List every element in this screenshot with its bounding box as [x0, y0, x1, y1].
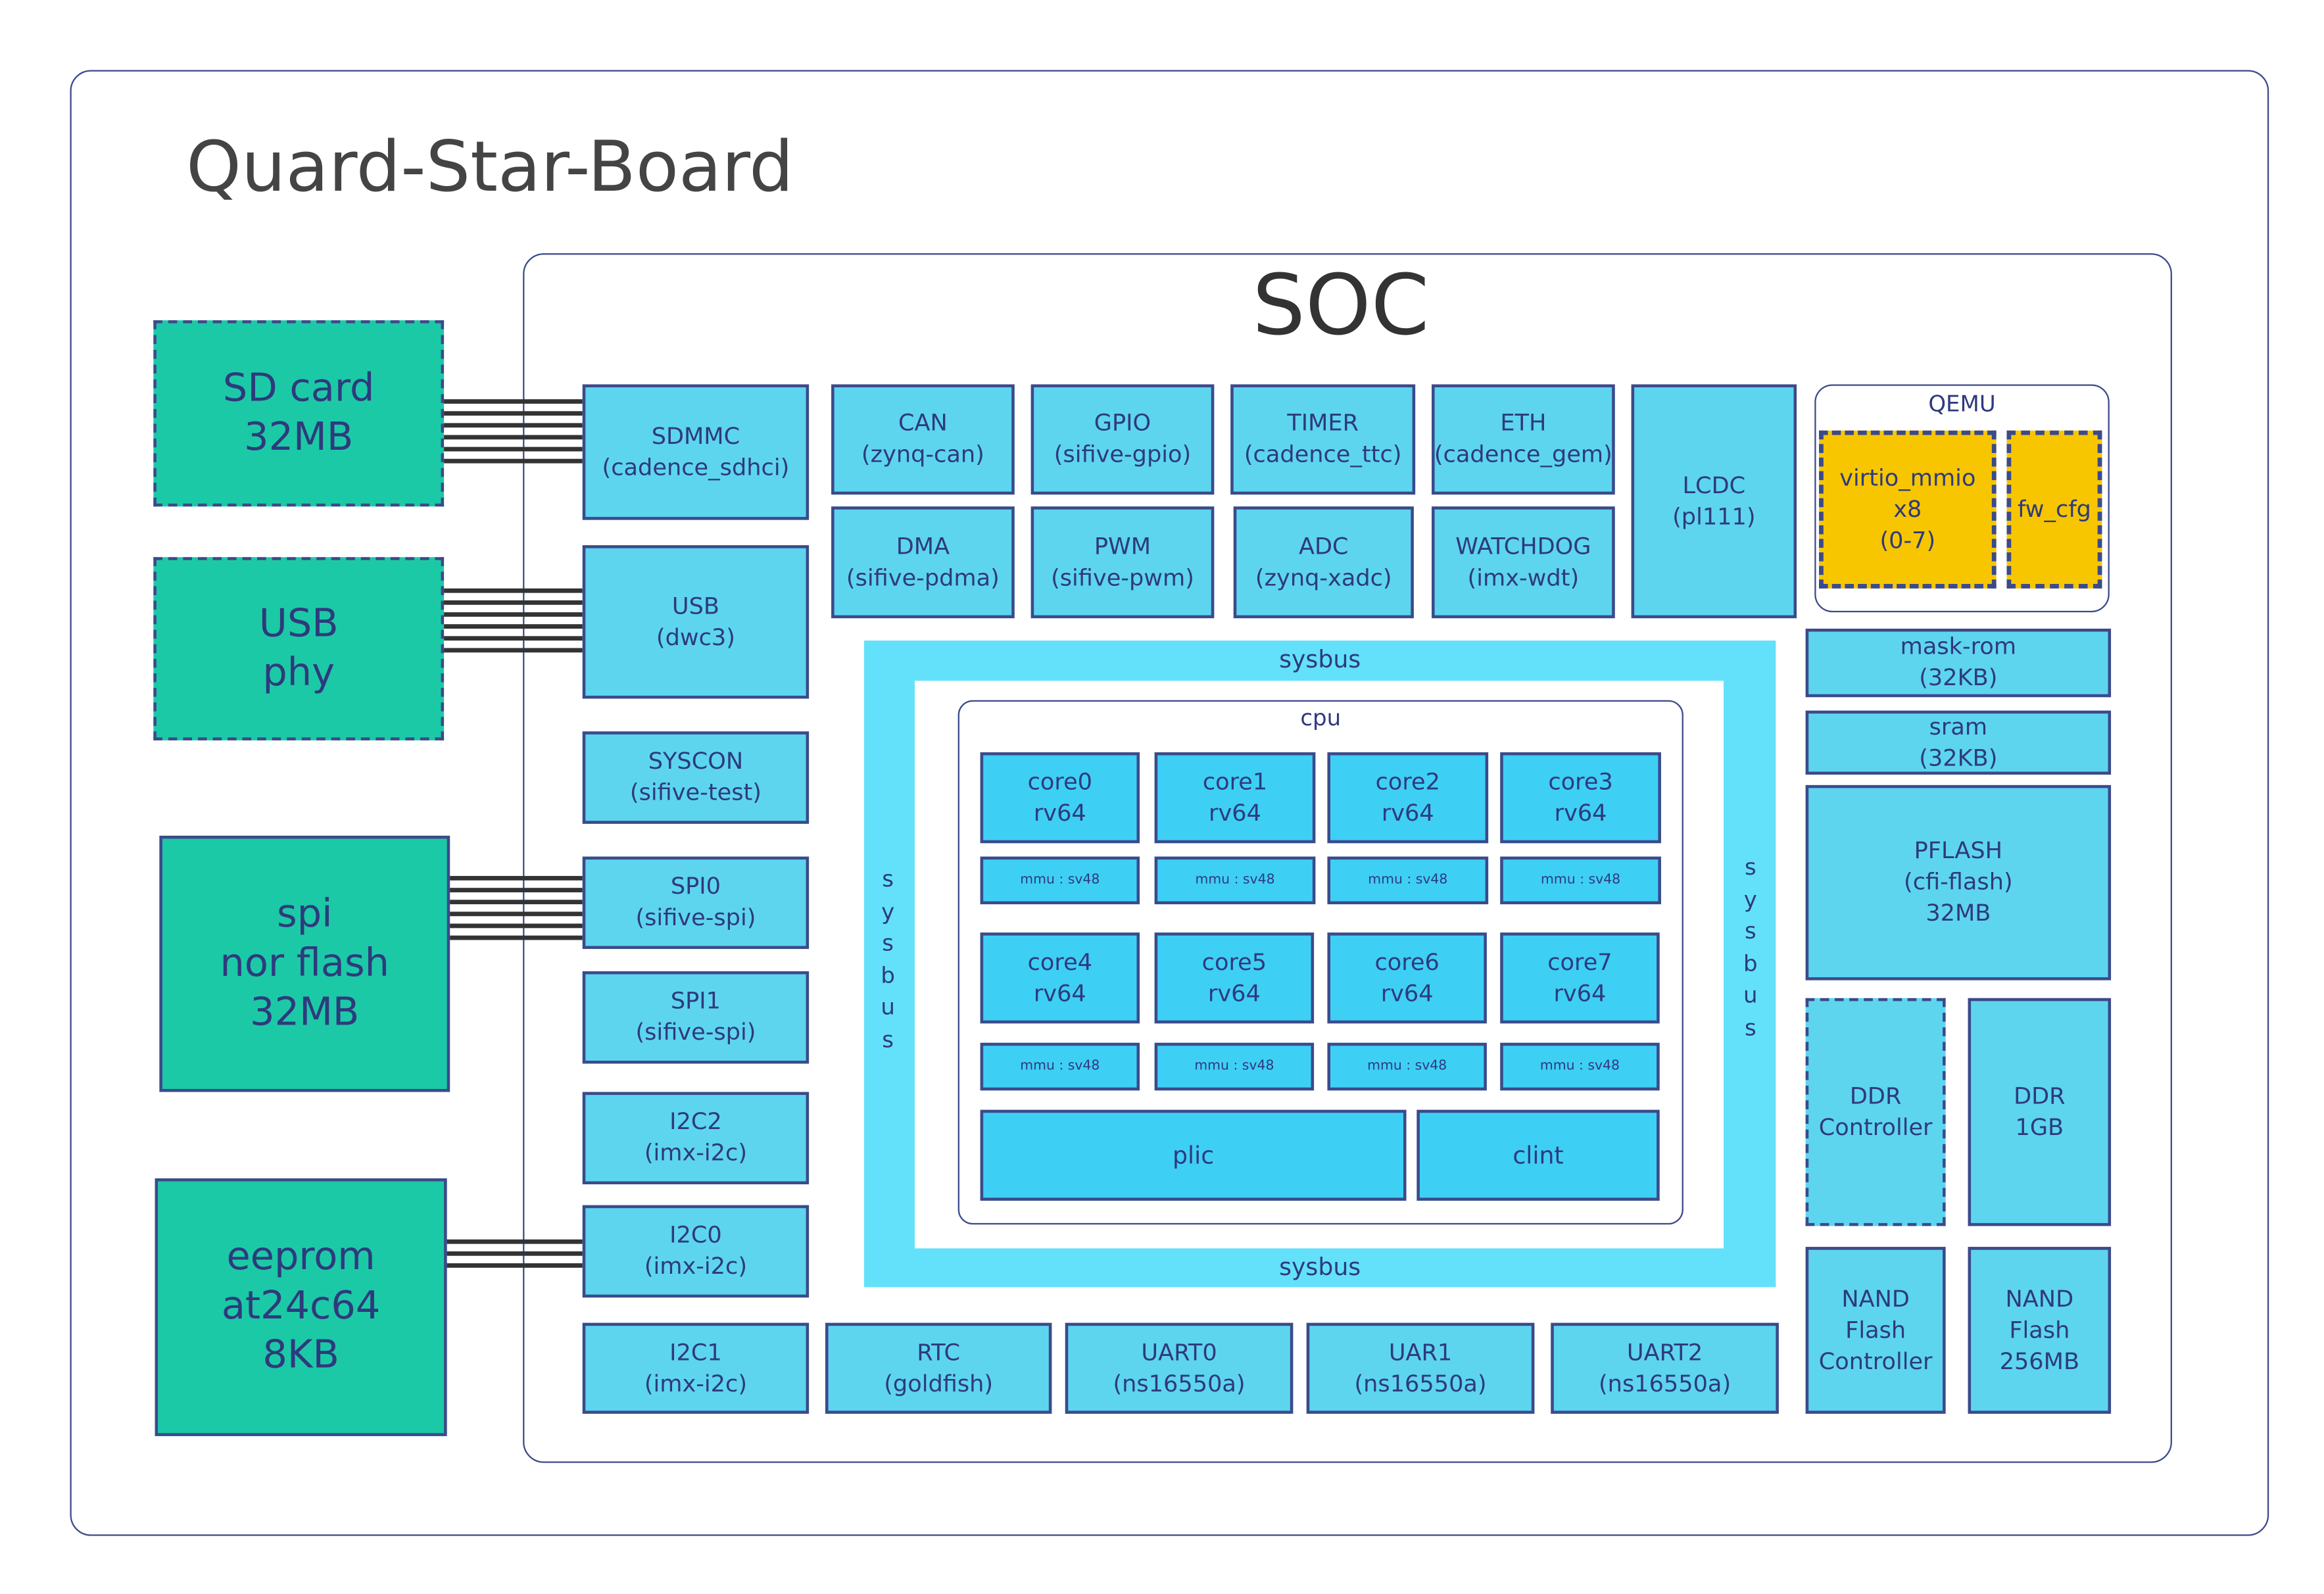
qemu-label: QEMU	[1928, 390, 1996, 418]
core6-mmu: mmu : sv48	[1327, 1042, 1487, 1091]
core7-block: core7 rv64	[1500, 932, 1660, 1024]
watchdog-block: WATCHDOG (imx-wdt)	[1432, 506, 1615, 619]
uart0-block: UART0 (ns16550a)	[1065, 1322, 1294, 1414]
soc-label: SOC	[1252, 257, 1430, 355]
core5-block: core5 rv64	[1154, 932, 1315, 1024]
core3-mmu: mmu : sv48	[1500, 856, 1661, 905]
i2c2-block: I2C2 (imx-i2c)	[582, 1092, 810, 1184]
timer-block: TIMER (cadence_ttc)	[1230, 384, 1416, 495]
uart2-block: UART2 (ns16550a)	[1551, 1322, 1779, 1414]
spi1-block: SPI1 (sifive-spi)	[582, 971, 810, 1064]
uart1-block: UAR1 (ns16550a)	[1306, 1322, 1535, 1414]
clint-block: clint	[1416, 1109, 1660, 1201]
sram-block: sram (32KB)	[1805, 710, 2112, 775]
spi-nor-flash: spi nor flash 32MB	[159, 835, 450, 1092]
core2-mmu: mmu : sv48	[1327, 856, 1489, 905]
nand-controller-block: NAND Flash Controller	[1805, 1247, 1946, 1414]
dma-block: DMA (sifive-pdma)	[831, 506, 1015, 619]
syscon-block: SYSCON (sifive-test)	[582, 731, 810, 824]
sysbus-label-left: s y s b u s	[881, 865, 895, 1053]
sysbus-label-top: sysbus	[1279, 644, 1361, 673]
ddr-controller-block: DDR Controller	[1805, 998, 1946, 1226]
rtc-block: RTC (goldfish)	[825, 1322, 1052, 1414]
core4-block: core4 rv64	[980, 932, 1140, 1024]
i2c0-block: I2C0 (imx-i2c)	[582, 1205, 810, 1298]
eth-block: ETH (cadence_gem)	[1432, 384, 1615, 495]
i2c1-block: I2C1 (imx-i2c)	[582, 1322, 810, 1414]
core4-mmu: mmu : sv48	[980, 1042, 1140, 1091]
sysbus-label-right: s y s b u s	[1743, 854, 1758, 1041]
sdmmc-block: SDMMC (cadence_sdhci)	[582, 384, 810, 520]
core0-block: core0 rv64	[980, 752, 1140, 844]
core1-block: core1 rv64	[1154, 752, 1316, 844]
board-title: Quard-Star-Board	[186, 126, 794, 209]
adc-block: ADC (zynq-xadc)	[1233, 506, 1414, 619]
core2-block: core2 rv64	[1327, 752, 1489, 844]
lcdc-block: LCDC (pl111)	[1631, 384, 1797, 619]
usb-phy: USB phy	[153, 557, 445, 740]
usb-block: USB (dwc3)	[582, 545, 810, 699]
core1-mmu: mmu : sv48	[1154, 856, 1316, 905]
core7-mmu: mmu : sv48	[1500, 1042, 1660, 1091]
sd-card: SD card 32MB	[153, 320, 445, 507]
pflash-block: PFLASH (cfi-flash) 32MB	[1805, 785, 2112, 980]
nand-flash-block: NAND Flash 256MB	[1968, 1247, 2112, 1414]
mask-rom-block: mask-rom (32KB)	[1805, 628, 2112, 698]
eeprom: eeprom at24c64 8KB	[155, 1178, 447, 1436]
spi0-block: SPI0 (sifive-spi)	[582, 856, 810, 950]
ddr-block: DDR 1GB	[1968, 998, 2112, 1226]
gpio-block: GPIO (sifive-gpio)	[1030, 384, 1215, 495]
core3-block: core3 rv64	[1500, 752, 1661, 844]
can-block: CAN (zynq-can)	[831, 384, 1015, 495]
fw-cfg-block: fw_cfg	[2006, 430, 2102, 589]
core6-block: core6 rv64	[1327, 932, 1487, 1024]
cpu-label: cpu	[1300, 704, 1342, 732]
pwm-block: PWM (sifive-pwm)	[1030, 506, 1215, 619]
core0-mmu: mmu : sv48	[980, 856, 1140, 905]
plic-block: plic	[980, 1109, 1407, 1201]
virtio-mmio-block: virtio_mmio x8 (0-7)	[1819, 430, 1997, 589]
core5-mmu: mmu : sv48	[1154, 1042, 1315, 1091]
sysbus-label-bottom: sysbus	[1279, 1253, 1361, 1282]
